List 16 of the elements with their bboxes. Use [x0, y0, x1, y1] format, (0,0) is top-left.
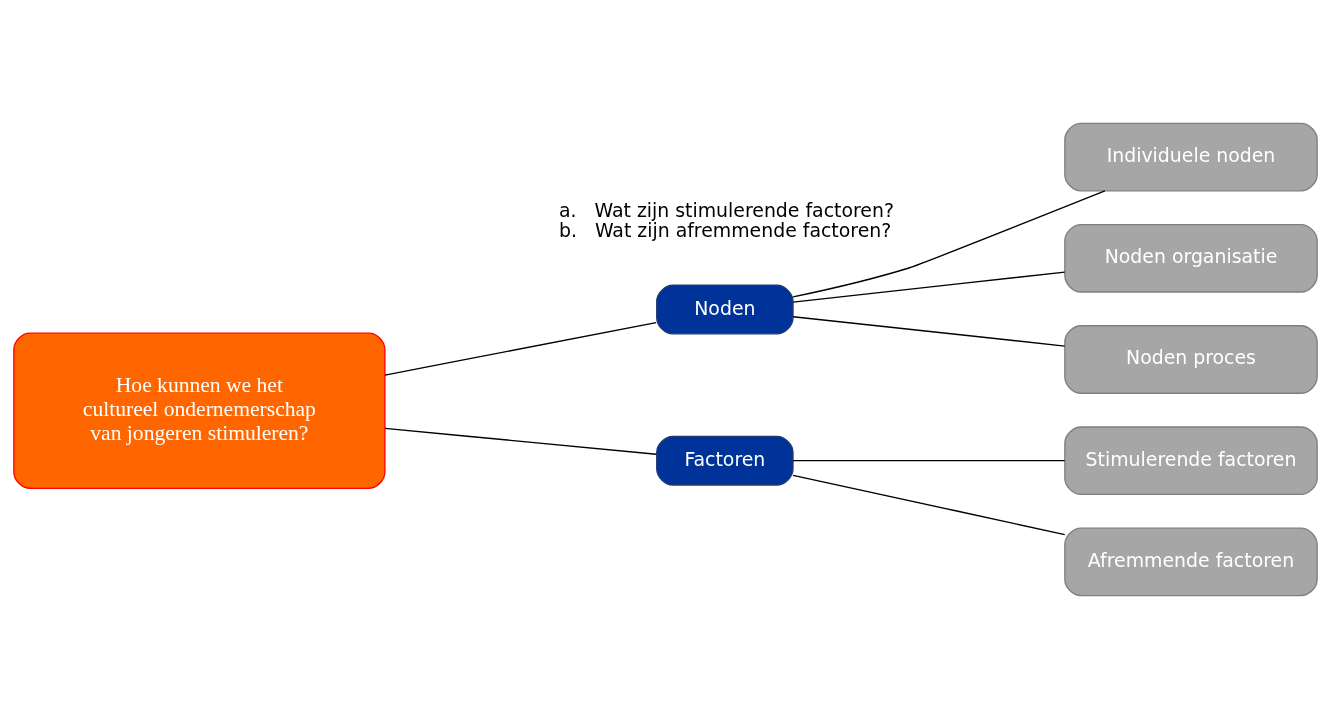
node-box: Noden — [656, 284, 794, 335]
node-box: Noden organisatie — [1064, 223, 1318, 293]
connector — [792, 315, 1066, 347]
node-box: Hoe kunnen we het cultureel ondernemerschap van jongeren stimuleren? — [13, 332, 386, 489]
connector — [792, 474, 1066, 535]
connector — [384, 321, 657, 376]
node-box: Factoren — [656, 435, 794, 486]
connector — [792, 270, 1066, 303]
node-box: Individuele noden — [1064, 122, 1318, 192]
label: a. Wat zijn stimulerende factoren? — [558, 198, 894, 221]
node-box: Stimulerende factoren — [1064, 425, 1318, 495]
node-box: Noden proces — [1064, 324, 1318, 394]
connector — [792, 459, 1066, 461]
connector — [384, 427, 657, 455]
connector — [792, 189, 1106, 298]
node-box: Afremmende factoren — [1064, 526, 1318, 596]
